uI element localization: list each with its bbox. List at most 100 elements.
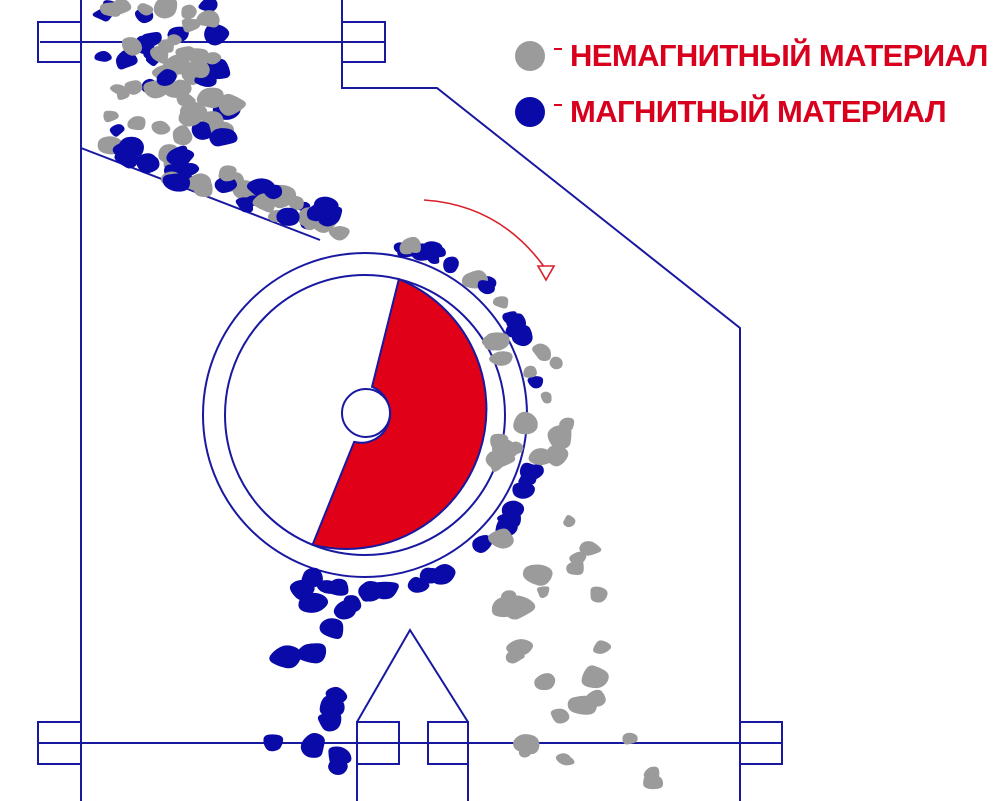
bottom-left-flange: [37, 721, 82, 765]
legend-label-nonmagnetic: НЕМАГНИТНЫЙ МАТЕРИАЛ: [570, 38, 988, 73]
nonmagnetic-particle: [481, 332, 510, 351]
magnetic-particle: [443, 262, 459, 274]
nonmagnetic-particle: [116, 88, 130, 100]
nonmagnetic-particle: [127, 116, 146, 131]
splitter-left-flange: [356, 721, 400, 765]
magnetic-particle: [114, 149, 139, 169]
nonmagnetic-particle: [153, 0, 178, 19]
magnetic-particle: [477, 280, 495, 295]
nonmagnetic-particle: [590, 586, 608, 603]
nonmagnetic-particle: [585, 689, 606, 707]
nonmagnetic-particle: [181, 4, 197, 20]
magnetic-particle: [333, 600, 357, 620]
magnetic-particle: [191, 121, 212, 140]
housing-right-profile: [341, 0, 741, 801]
magnetic-particle: [359, 581, 382, 602]
legend-label-magnetic: МАГНИТНЫЙ МАТЕРИАЛ: [570, 94, 947, 129]
product-splitter: [356, 628, 469, 801]
magnetic-particle: [306, 201, 331, 222]
nonmagnetic-particle: [522, 564, 553, 586]
legend-item-nonmagnetic: НЕМАГНИТНЫЙ МАТЕРИАЛ: [515, 36, 988, 76]
nonmagnetic-particle: [490, 457, 504, 473]
magnetic-particle: [289, 579, 315, 601]
magnetic-particle: [319, 618, 344, 639]
nonmagnetic-particle: [219, 165, 237, 182]
splitter-right-flange: [427, 721, 469, 765]
nonmagnetic-particle: [534, 673, 556, 691]
magnetic-particle: [317, 711, 342, 732]
nonmagnetic-particle: [124, 80, 143, 95]
nonmagnetic-particle: [218, 93, 246, 116]
nonmagnetic-particle: [328, 226, 350, 241]
bottom-right-flange: [739, 721, 783, 765]
magnetic-particle: [276, 207, 300, 226]
magnetic-drum: [202, 252, 528, 578]
magnetic-particle: [263, 734, 284, 752]
nonmagnetic-particle: [540, 391, 552, 404]
nonmagnetic-particle: [181, 18, 201, 33]
magnetic-particle: [142, 31, 162, 47]
nonmagnetic-particle: [563, 514, 576, 528]
rotation-arrow-head: [536, 265, 556, 282]
separator-housing: [37, 0, 783, 801]
nonmagnetic-particle: [149, 45, 169, 64]
nonmagnetic-particle: [185, 48, 209, 66]
nonmagnetic-particle: [303, 218, 318, 231]
nonmagnetic-particle: [555, 753, 572, 766]
magnetic-particle: [425, 252, 440, 264]
rotation-arrow: [423, 199, 556, 282]
legend-dash: [554, 48, 562, 50]
magnetic-particle: [328, 756, 348, 776]
magnetic-particle: [300, 732, 325, 758]
nonmagnetic-particle: [489, 351, 513, 366]
nonmagnetic-particle: [536, 586, 550, 599]
nonmagnetic-particle: [492, 296, 509, 309]
nonmagnetic-particle: [487, 528, 514, 549]
nonmagnetic-particle: [196, 10, 220, 28]
magnetic-particle: [156, 68, 177, 86]
nonmagnetic-particle: [546, 445, 569, 467]
nonmagnetic-particle: [99, 2, 122, 17]
nonmagnetic-particle: [103, 110, 119, 123]
magnetic-swatch: [515, 97, 545, 127]
nonmagnetic-particle: [176, 91, 196, 107]
magnetic-particle: [501, 500, 525, 519]
nonmagnetic-particle: [622, 732, 638, 745]
magnetic-particle: [527, 376, 544, 389]
nonmagnetic-particle: [196, 87, 224, 109]
nonmagnetic-particle: [404, 239, 421, 254]
magnetic-particle: [502, 311, 517, 323]
magnetic-particle: [325, 686, 348, 705]
legend-item-magnetic: МАГНИТНЫЙ МАТЕРИАЛ: [515, 92, 947, 132]
magnetic-particle: [166, 148, 195, 171]
nonmagnetic-particle: [643, 773, 664, 790]
nonmagnetic-particle: [513, 734, 540, 755]
magnetic-particle: [162, 173, 191, 192]
nonmagnetic-particle: [137, 3, 154, 16]
nonmagnetic-particle: [518, 747, 532, 758]
magnetic-particle: [94, 51, 112, 62]
top-left-flange: [37, 21, 82, 63]
magnetic-particle: [433, 567, 453, 585]
drum-shaft: [341, 388, 391, 438]
nonmagnetic-particle: [491, 439, 518, 459]
nonmagnetic-particle: [151, 120, 171, 135]
nonmagnetic-particle: [550, 708, 570, 724]
magnetic-particle: [263, 184, 283, 200]
nonmagnetic-particle: [506, 639, 534, 656]
magnetic-particle: [198, 0, 218, 12]
nonmagnetic-particle: [549, 356, 563, 370]
nonmagnetic-particle: [172, 125, 193, 146]
rotation-arrow-arc: [423, 199, 546, 269]
magnetic-particle: [512, 482, 535, 499]
nonmagnetic-particle: [178, 106, 203, 127]
magnetic-particle: [511, 324, 533, 347]
magnetic-particle: [204, 23, 230, 46]
magnetic-particle: [137, 153, 156, 167]
nonmagnetic-particle: [167, 34, 182, 46]
nonmagnetic-particle: [532, 343, 551, 362]
nonmagnetic-particle: [592, 640, 612, 654]
magnetic-particle: [209, 128, 238, 147]
nonmagnetic-particle: [569, 551, 587, 565]
